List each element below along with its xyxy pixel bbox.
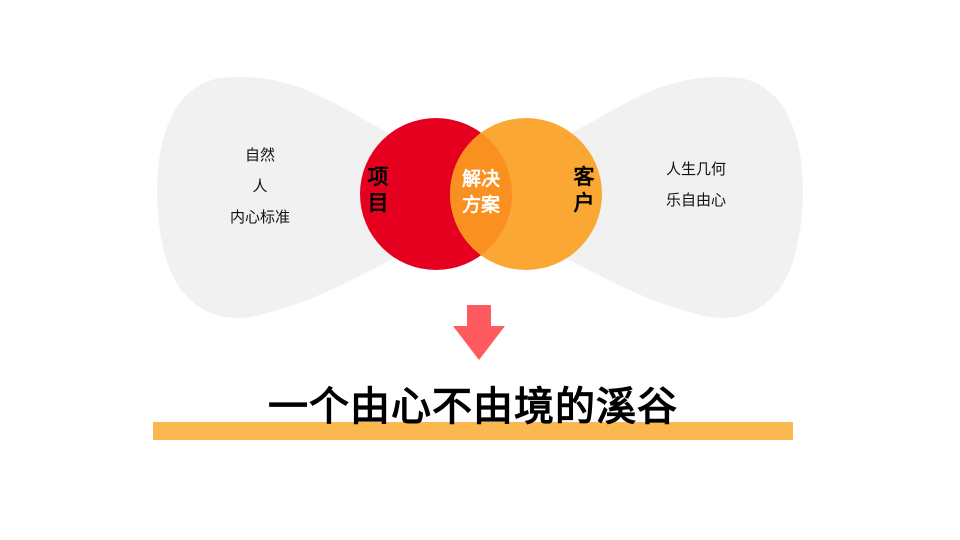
- left-lobe-line: 人: [252, 177, 268, 195]
- left-lobe-text: 自然 人 内心标准: [220, 140, 300, 233]
- solution-line: 解决: [461, 168, 500, 190]
- project-label-char: 项: [367, 165, 389, 189]
- right-lobe-line: 人生几何: [665, 160, 726, 178]
- left-lobe: [157, 76, 420, 318]
- headline: 一个由心不由境的溪谷: [268, 384, 678, 430]
- left-lobe-line: 内心标准: [229, 208, 290, 226]
- customer-label: 客 户: [572, 164, 596, 216]
- right-lobe-text: 人生几何 乐自由心: [650, 154, 742, 216]
- highlight-bar: [153, 422, 793, 440]
- solution-line: 方案: [461, 194, 500, 216]
- intersection-area: [450, 118, 512, 270]
- customer-label-char: 户: [573, 191, 595, 215]
- down-arrow-icon: [453, 305, 505, 360]
- right-lobe-line: 乐自由心: [665, 191, 726, 209]
- solution-label: 解决 方案: [451, 166, 511, 218]
- project-label: 项 目: [366, 164, 390, 216]
- right-lobe: [540, 76, 803, 318]
- customer-label-char: 客: [573, 165, 595, 189]
- left-lobe-line: 自然: [244, 146, 275, 164]
- project-label-char: 目: [367, 191, 389, 215]
